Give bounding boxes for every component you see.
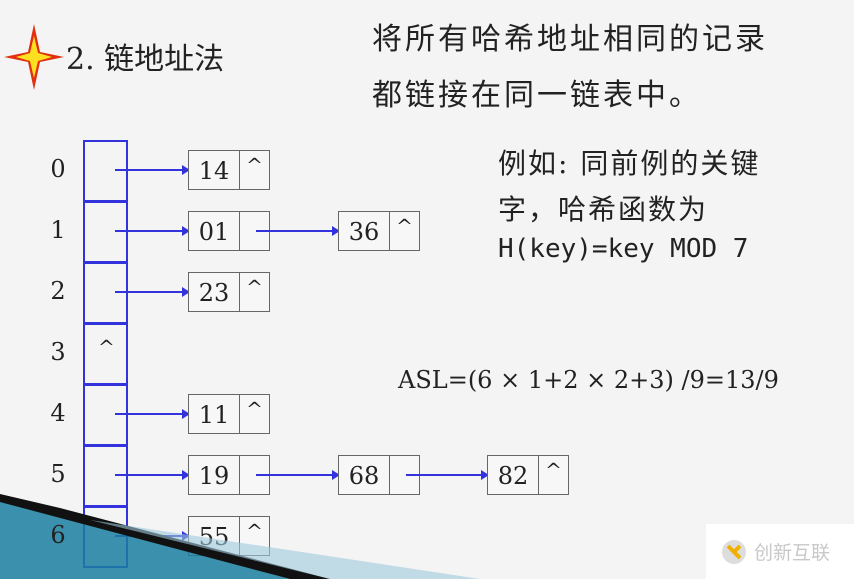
- pointer-arrow: [256, 470, 340, 480]
- node-key: 01: [189, 212, 241, 250]
- chain-node: 23^: [188, 272, 270, 312]
- node-key: 23: [189, 273, 241, 311]
- star-bullet-icon: [4, 24, 64, 90]
- node-next-pointer: ^: [246, 519, 263, 543]
- pointer-arrow: [115, 165, 190, 175]
- table-slot: [83, 201, 128, 263]
- slide-corner-decoration: [0, 494, 480, 579]
- node-key: 14: [189, 151, 241, 189]
- table-slot: [83, 384, 128, 446]
- pointer-arrow: [115, 470, 190, 480]
- node-key: 68: [339, 456, 391, 494]
- hash-function: H(key)=key MOD 7: [498, 234, 749, 264]
- pointer-arrow: [256, 226, 340, 236]
- node-key: 82: [488, 456, 540, 494]
- chain-node: 36^: [338, 211, 420, 251]
- node-key: 36: [339, 212, 391, 250]
- asl-formula: ASL=(6 × 1+2 × 2+3) /9=13/9: [398, 366, 779, 394]
- node-next-pointer: ^: [246, 397, 263, 421]
- row-index: 5: [50, 460, 66, 488]
- watermark: 创新互联: [706, 524, 854, 579]
- example-line-2: 字，哈希函数为: [498, 193, 709, 226]
- node-next-pointer: ^: [246, 153, 263, 177]
- example-line-1: 例如: 同前例的关键: [498, 147, 761, 180]
- node-next-pointer: ^: [246, 275, 263, 299]
- chain-node: 14^: [188, 150, 270, 190]
- table-slot: [83, 262, 128, 324]
- pointer-arrow: [115, 226, 190, 236]
- pointer-arrow: [115, 287, 190, 297]
- node-key: 19: [189, 456, 241, 494]
- table-slot: [83, 140, 128, 202]
- row-index: 6: [50, 521, 66, 549]
- node-next-pointer: ^: [396, 214, 413, 238]
- null-pointer: ^: [98, 335, 115, 359]
- chain-node: 11^: [188, 394, 270, 434]
- watermark-logo-icon: [722, 539, 746, 564]
- row-index: 0: [50, 155, 66, 183]
- watermark-text: 创新互联: [754, 542, 831, 564]
- node-key: 11: [189, 395, 241, 433]
- row-index: 3: [50, 338, 66, 366]
- row-index: 1: [50, 216, 66, 244]
- node-next-pointer: ^: [545, 458, 562, 482]
- row-index: 2: [50, 277, 66, 305]
- chain-node: 82^: [487, 455, 569, 495]
- pointer-arrow: [406, 470, 489, 480]
- pointer-arrow: [115, 409, 190, 419]
- row-index: 4: [50, 399, 66, 427]
- section-title: 2. 链地址法: [66, 42, 225, 77]
- description-line-2: 都链接在同一链表中。: [372, 78, 702, 113]
- description-line-1: 将所有哈希地址相同的记录: [372, 22, 768, 57]
